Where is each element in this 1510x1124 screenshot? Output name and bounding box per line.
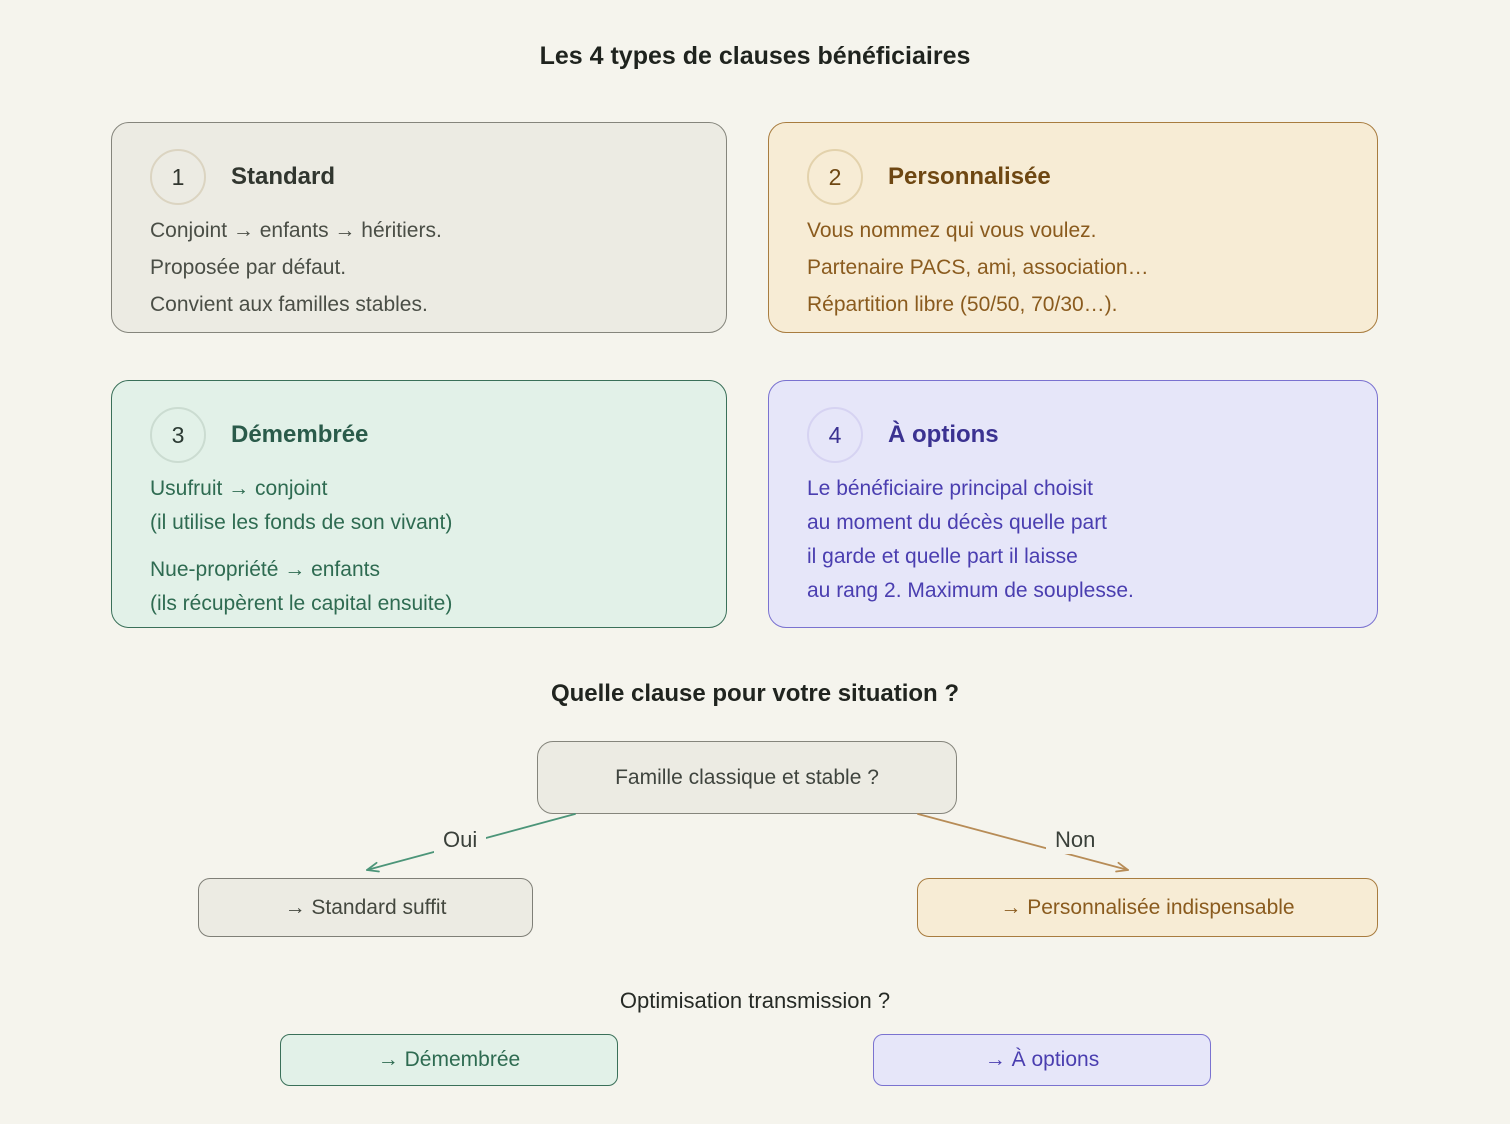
card-standard-body: Conjoint → enfants → héritiers. Proposée… [150,214,688,322]
card-personnalisee-body: Vous nommez qui vous voulez. Partenaire … [807,214,1339,322]
decision-tree-heading: Quelle clause pour votre situation ? [550,680,960,707]
card-text: Proposée par défaut. [150,256,347,279]
card-number: 2 [828,163,842,190]
card-a-options-header: 4 À options [807,407,1339,463]
decision-root-question: Famille classique et stable ? [615,765,879,789]
card-a-options-number-badge: 4 [807,407,863,463]
card-a-options: 4 À options Le bénéficiaire principal ch… [768,380,1378,628]
optimisation-question: Optimisation transmission ? [619,988,891,1013]
no-arrow-line [917,813,1129,871]
card-text: Répartition libre (50/50, 70/30…). [807,293,1118,316]
card-text-line: Vous nommez qui vous voulez. [807,214,1339,248]
card-personnalisee: 2 Personnalisée Vous nommez qui vous vou… [768,122,1378,333]
card-text: Nue-propriété → enfants [150,558,380,581]
branch-label-oui: Oui [434,826,487,854]
card-text-paragraph: Nue-propriété → enfants (ils récupèrent … [150,553,688,621]
card-text: Conjoint → enfants → héritiers. [150,219,442,242]
card-standard-header: 1 Standard [150,149,688,205]
card-demembree-body: Usufruit → conjoint (il utilise les fond… [150,472,688,621]
card-standard-title: Standard [231,163,336,190]
card-text: il garde et quelle part il laisse [807,545,1078,568]
result-standard-label: → Standard suffit [284,895,447,919]
card-text: au rang 2. Maximum de souplesse. [807,579,1134,602]
branch-arrows [366,813,1129,873]
card-personnalisee-header: 2 Personnalisée [807,149,1339,205]
card-demembree: 3 Démembrée Usufruit → conjoint (il util… [111,380,727,628]
card-text: Usufruit → conjoint [150,477,328,500]
card-text: Partenaire PACS, ami, association… [807,256,1149,279]
card-number: 4 [828,421,842,448]
card-text-paragraph: Usufruit → conjoint (il utilise les fond… [150,472,688,540]
card-number: 3 [171,421,185,448]
card-text: Vous nommez qui vous voulez. [807,219,1097,242]
card-standard-number-badge: 1 [150,149,206,205]
branch-label-non: Non [1046,826,1105,854]
card-text: au moment du décès quelle part [807,511,1108,534]
card-text-line: Conjoint → enfants → héritiers. [150,214,688,248]
card-text-line: Convient aux familles stables. [150,288,688,322]
card-text-paragraph: Le bénéficiaire principal choisit au mom… [807,472,1339,608]
card-personnalisee-number-badge: 2 [807,149,863,205]
card-text: (ils récupèrent le capital ensuite) [150,592,453,615]
card-a-options-body: Le bénéficiaire principal choisit au mom… [807,472,1339,608]
card-demembree-header: 3 Démembrée [150,407,688,463]
card-personnalisee-title: Personnalisée [888,163,1051,190]
no-arrow-head [1115,861,1129,873]
card-number: 1 [171,163,185,190]
page-title: Les 4 types de clauses bénéficiaires [539,42,971,70]
card-demembree-number-badge: 3 [150,407,206,463]
card-standard: 1 Standard Conjoint → enfants → héritier… [111,122,727,333]
option-node-demembree: → Démembrée [280,1034,618,1086]
result-node-standard: → Standard suffit [198,878,533,937]
yes-arrow-head [366,861,380,873]
decision-tree-connectors [0,806,1510,886]
card-a-options-title: À options [888,421,999,448]
option-a-options-label: → À options [984,1048,1100,1071]
option-demembree-label: → Démembrée [377,1048,521,1071]
card-demembree-title: Démembrée [231,421,369,448]
card-text: Convient aux familles stables. [150,293,428,316]
option-node-a-options: → À options [873,1034,1211,1086]
card-text: Le bénéficiaire principal choisit [807,477,1093,500]
card-text-line: Proposée par défaut. [150,251,688,285]
decision-root-node: Famille classique et stable ? [537,741,957,814]
card-text: (il utilise les fonds de son vivant) [150,511,453,534]
result-node-personnalisee: → Personnalisée indispensable [917,878,1378,937]
result-personnalisee-label: → Personnalisée indispensable [1000,895,1295,919]
card-text-line: Partenaire PACS, ami, association… [807,251,1339,285]
card-text-line: Répartition libre (50/50, 70/30…). [807,288,1339,322]
